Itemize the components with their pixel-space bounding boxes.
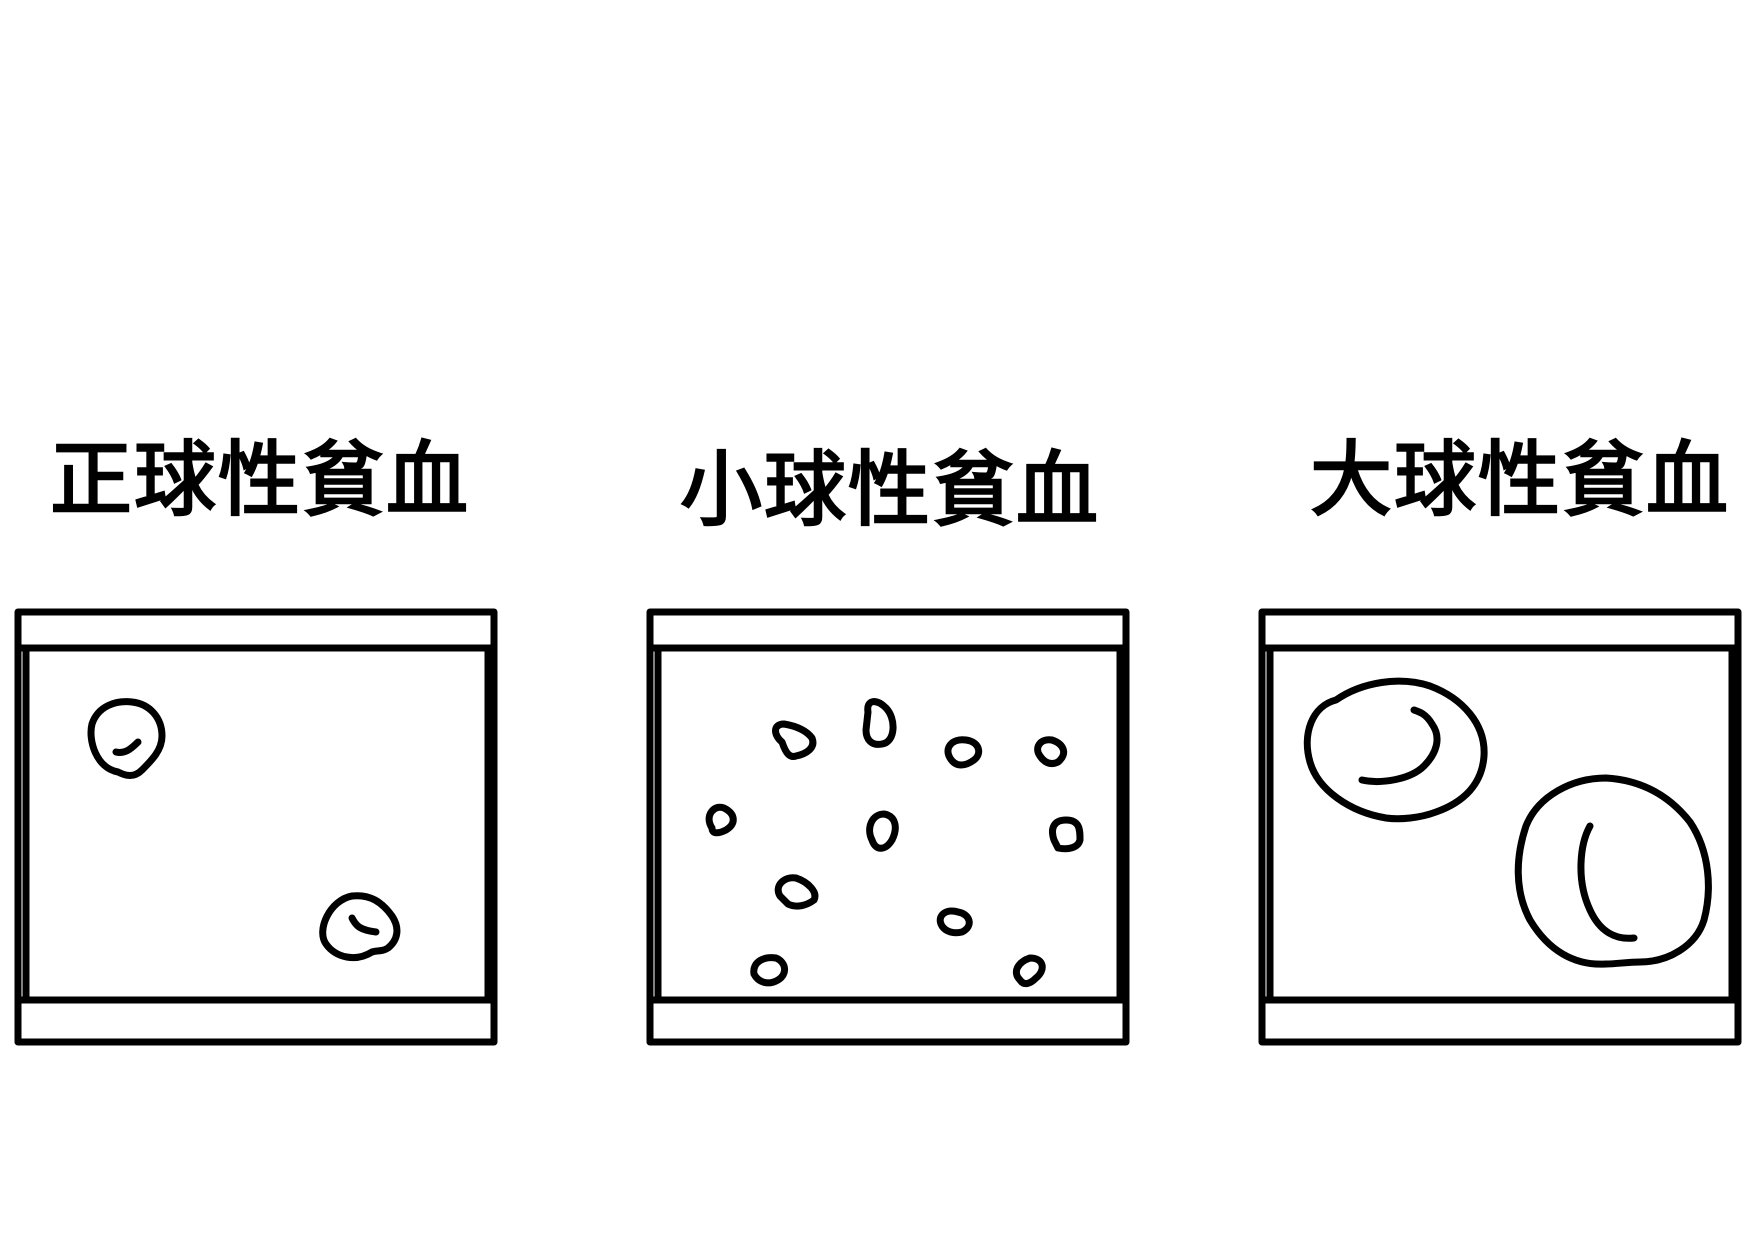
- red-blood-cell-normal: [319, 892, 401, 962]
- red-blood-cell-small: [772, 720, 817, 760]
- slide-normocytic: [14, 608, 498, 1046]
- red-blood-cell-large: [1514, 774, 1712, 968]
- red-blood-cell-small: [866, 810, 899, 852]
- red-blood-cell-large: [1303, 677, 1488, 823]
- red-blood-cell-small: [862, 698, 897, 748]
- red-blood-cell-small: [1012, 954, 1046, 988]
- slide-frame: [646, 608, 1130, 1046]
- red-blood-cell-normal: [87, 698, 166, 779]
- red-blood-cell-small: [1034, 736, 1068, 768]
- red-blood-cell-small: [750, 954, 788, 987]
- red-blood-cell-small: [936, 907, 973, 937]
- slide-microcytic: [646, 608, 1130, 1046]
- red-blood-cell-small: [705, 803, 737, 837]
- slide-macrocytic: [1258, 608, 1742, 1046]
- red-blood-cell-small: [1049, 816, 1084, 853]
- panel-title-normocytic: 正球性貧血: [49, 433, 470, 528]
- panel-title-microcytic: 小球性貧血: [679, 443, 1100, 538]
- slide-frame: [14, 608, 498, 1046]
- slide-frame: [1258, 608, 1742, 1046]
- panel-title-macrocytic: 大球性貧血: [1309, 433, 1730, 528]
- red-blood-cell-small: [944, 736, 983, 769]
- red-blood-cell-small: [774, 874, 819, 910]
